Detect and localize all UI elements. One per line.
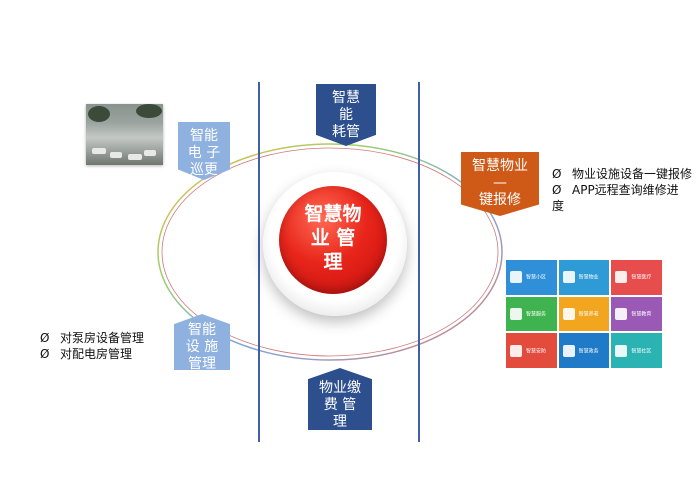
app-tile-label: 智慧物业 [578, 274, 599, 281]
list-item: Ø 物业设施设备一键报修 [552, 166, 692, 182]
center-title-circle: 智慧物 业 管 理 [279, 186, 387, 294]
app-tile[interactable]: 智慧教育 [611, 296, 662, 332]
tag-line: 理 [333, 414, 347, 430]
center-line: 智慧物 [304, 203, 362, 225]
center-line: 业 管 [310, 227, 356, 249]
app-tile-label: 智慧养老 [578, 311, 599, 318]
patrol-photo [86, 104, 163, 165]
repair-bullet-list: Ø 物业设施设备一键报修 Ø APP远程查询维修进 度 [552, 166, 692, 214]
app-tile-grid: 智慧小区 智慧物业 智慧医疗智慧服务 智慧养老 智慧教育智慧安防 智慧政务 智慧社区 [506, 260, 662, 368]
list-item: 度 [552, 198, 692, 214]
app-tile-label: 智慧小区 [526, 274, 547, 281]
list-item: Ø 对泵房设备管理 [40, 330, 144, 346]
tag-line: 智慧物业 [472, 158, 528, 174]
app-tile-icon [510, 271, 522, 284]
facility-bullet-list: Ø 对泵房设备管理 Ø 对配电房管理 [40, 330, 144, 362]
orbit-path-inner [161, 147, 499, 357]
bullet-marker: Ø [40, 347, 50, 361]
tag-line: 物业缴 [319, 380, 361, 396]
list-item: Ø 对配电房管理 [40, 346, 144, 362]
tag-line: 智能 [190, 128, 218, 144]
tag-line: 管理 [188, 356, 216, 372]
app-tile-icon [562, 271, 575, 284]
app-tile-label: 智慧教育 [631, 311, 652, 318]
app-tile[interactable]: 智慧医疗 [611, 260, 662, 295]
tag-line: 费 管 [323, 397, 357, 413]
app-tile-icon [615, 271, 628, 284]
app-tile-label: 智慧政务 [578, 348, 599, 355]
app-tile-label: 智慧服务 [526, 311, 547, 318]
bullet-text: 度 [552, 199, 565, 213]
bullet-marker: Ø [552, 167, 562, 181]
bullet-marker: Ø [552, 183, 562, 197]
tag-smart-facility[interactable]: 智能 设 施 管理 [174, 314, 230, 370]
app-tile-icon [562, 307, 575, 320]
app-tile-icon [615, 307, 628, 320]
tag-line: — [493, 175, 507, 191]
tag-one-key-repair[interactable]: 智慧物业 — 键报修 [461, 152, 539, 216]
bullet-text: APP远程查询维修进 [572, 183, 679, 197]
tag-line: 键报修 [479, 192, 521, 208]
app-tile[interactable]: 智慧安防 [506, 333, 557, 368]
divider-left [258, 82, 260, 442]
tag-line: 巡更 [190, 162, 218, 178]
app-tile-icon [562, 344, 575, 357]
tag-smart-energy[interactable]: 智慧 能 耗管 [316, 84, 376, 146]
tag-smart-patrol[interactable]: 智能 电 子 巡更 [178, 122, 230, 180]
app-tile[interactable]: 智慧物业 [558, 260, 610, 295]
app-tile[interactable]: 智慧养老 [558, 296, 610, 332]
tag-line: 电 子 [187, 145, 221, 161]
app-tile[interactable]: 智慧政务 [558, 333, 610, 368]
app-tile-label: 智慧社区 [631, 348, 652, 355]
list-item: Ø APP远程查询维修进 [552, 182, 692, 198]
app-tile-icon [615, 344, 628, 357]
tag-line: 设 施 [185, 339, 219, 355]
center-line: 理 [323, 251, 343, 273]
tag-fee-payment[interactable]: 物业缴 费 管 理 [308, 368, 372, 430]
bullet-marker: Ø [40, 331, 50, 345]
tag-line: 能 [339, 107, 353, 123]
bullet-text: 物业设施设备一键报修 [572, 167, 692, 181]
bullet-text: 对配电房管理 [60, 347, 133, 361]
app-tile-icon [510, 307, 522, 320]
orbit-path [157, 143, 503, 361]
app-tile[interactable]: 智慧社区 [611, 333, 662, 368]
app-tile[interactable]: 智慧服务 [506, 296, 557, 332]
tag-line: 智慧 [332, 90, 360, 106]
app-tile-label: 智慧安防 [526, 348, 547, 355]
divider-right [418, 82, 420, 442]
app-tile-icon [510, 344, 522, 357]
tag-line: 智能 [188, 322, 216, 338]
bullet-text: 对泵房设备管理 [60, 331, 145, 345]
tag-line: 耗管 [332, 124, 360, 140]
app-tile[interactable]: 智慧小区 [506, 260, 557, 295]
app-tile-label: 智慧医疗 [631, 274, 652, 281]
